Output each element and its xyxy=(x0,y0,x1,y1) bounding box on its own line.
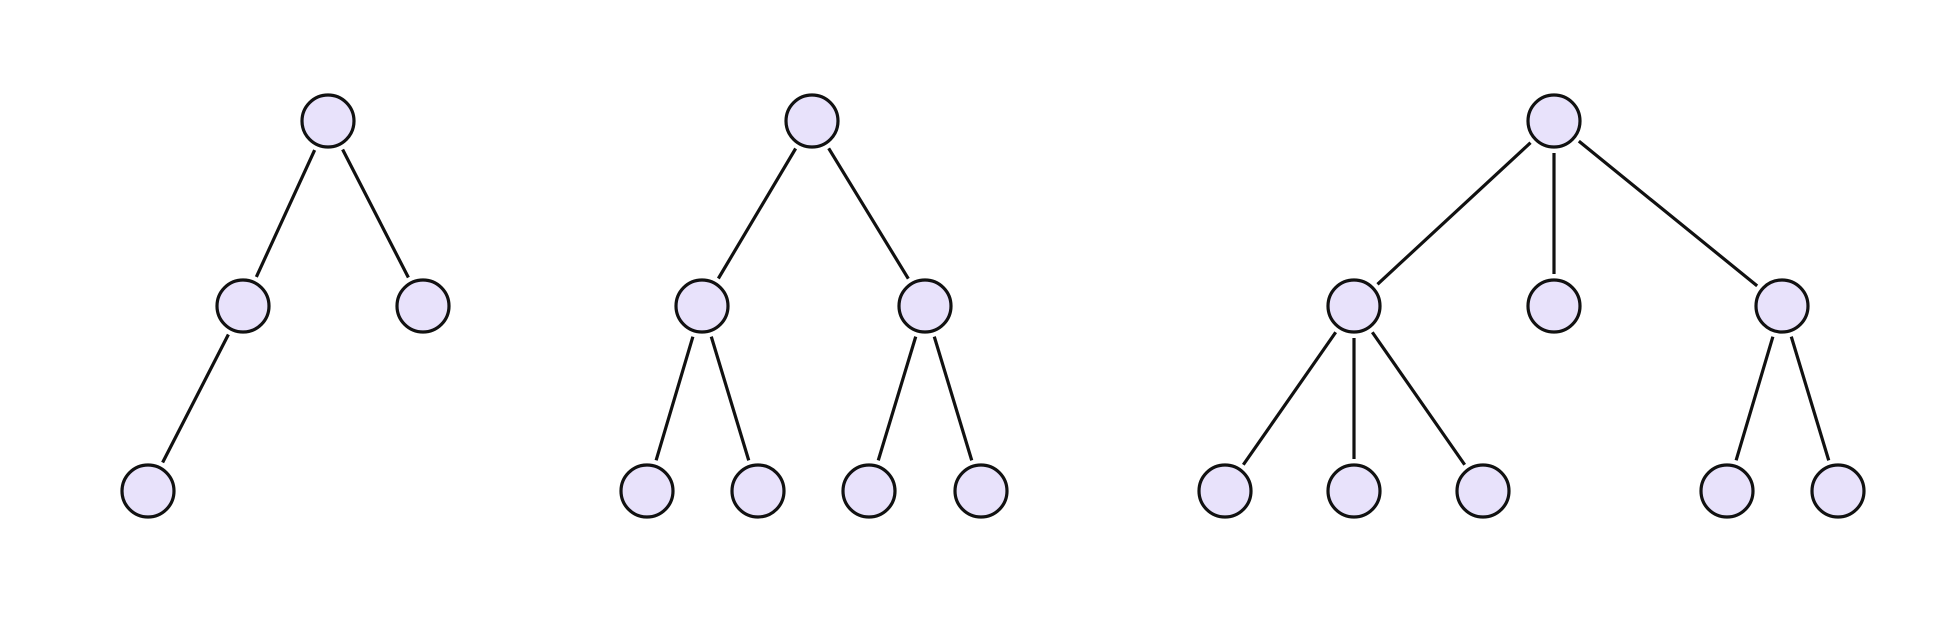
tree-1 xyxy=(120,93,451,519)
leaf-node xyxy=(1810,463,1866,519)
leaf-node xyxy=(120,463,176,519)
tree-edge xyxy=(932,336,974,461)
tree-3-nodes xyxy=(1197,93,1866,519)
tree-3 xyxy=(1197,93,1866,519)
tree-edge xyxy=(654,336,695,461)
tree-edge xyxy=(1577,139,1759,288)
tree-edge xyxy=(876,336,918,461)
tree-edge xyxy=(1789,336,1831,461)
tree-2-nodes xyxy=(619,93,1009,519)
tree-1-edges xyxy=(161,148,410,464)
tree-edge xyxy=(161,333,230,464)
leaf-node xyxy=(1699,463,1755,519)
root-node xyxy=(1526,93,1582,149)
leaf-node xyxy=(1455,463,1511,519)
leaf-node xyxy=(841,463,897,519)
tree-edge xyxy=(254,149,317,278)
tree-1-nodes xyxy=(120,93,451,519)
internal-node xyxy=(1754,278,1810,334)
tree-edge xyxy=(1241,331,1338,466)
internal-node xyxy=(215,278,271,334)
tree-edge xyxy=(827,147,910,280)
tree-edge xyxy=(1370,331,1467,466)
internal-node xyxy=(897,278,953,334)
leaf-node xyxy=(730,463,786,519)
root-node xyxy=(784,93,840,149)
tree-2-edges xyxy=(654,147,974,461)
root-node xyxy=(300,93,356,149)
leaf-node xyxy=(619,463,675,519)
tree-edge xyxy=(1376,141,1532,286)
leaf-node xyxy=(953,463,1009,519)
tree-3-edges xyxy=(1241,139,1831,466)
leaf-node xyxy=(1526,278,1582,334)
tree-edge xyxy=(1734,336,1775,461)
leaf-node xyxy=(395,278,451,334)
tree-edge xyxy=(716,147,798,280)
internal-node xyxy=(674,278,730,334)
tree-edge xyxy=(341,148,410,279)
internal-node xyxy=(1326,278,1382,334)
leaf-node xyxy=(1326,463,1382,519)
leaf-node xyxy=(1197,463,1253,519)
tree-2 xyxy=(619,93,1009,519)
tree-edge xyxy=(709,336,751,461)
